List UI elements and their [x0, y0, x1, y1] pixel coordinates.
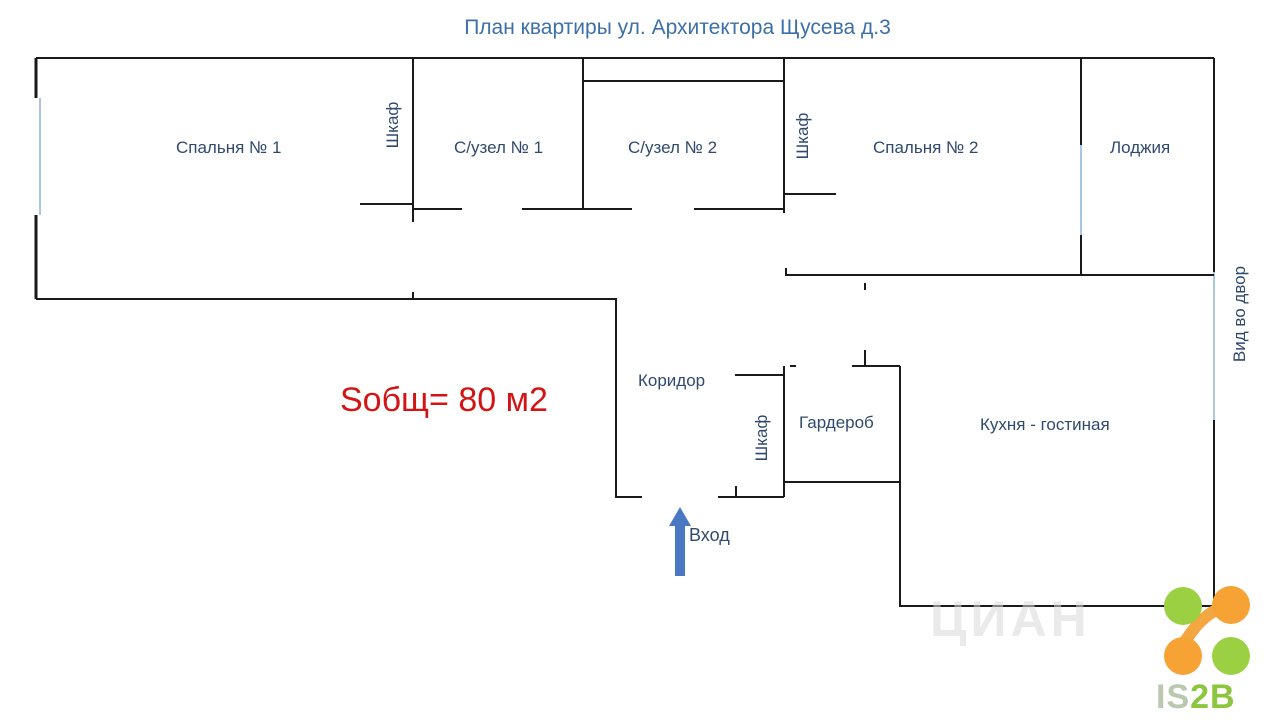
closet-label-1: Шкаф	[383, 101, 402, 149]
logo-text: IS2B	[1156, 678, 1236, 717]
room-label-bathroom-2: С/узел № 2	[628, 138, 718, 157]
is2b-logo-icon	[1164, 586, 1250, 675]
room-label-corridor: Коридор	[638, 371, 706, 390]
room-label-wardrobe: Гардероб	[799, 413, 874, 432]
room-label-kitchen-living: Кухня - гостиная	[980, 415, 1110, 434]
outer-walls	[34, 57, 1215, 607]
yard-view-label: Вид во двор	[1230, 265, 1249, 363]
entrance-label: Вход	[689, 525, 730, 545]
closet-label-3: Шкаф	[752, 414, 771, 462]
room-label-loggia: Лоджия	[1110, 138, 1171, 157]
windows	[39, 98, 1215, 420]
logo-suffix: 2B	[1190, 678, 1236, 716]
room-label-bedroom-1: Спальня № 1	[176, 138, 282, 157]
entrance-arrow-icon	[669, 507, 691, 576]
room-label-bedroom-2: Спальня № 2	[873, 138, 979, 157]
total-area-label: Sобщ= 80 м2	[340, 381, 548, 419]
inner-walls	[360, 58, 1214, 497]
logo-prefix: IS	[1156, 678, 1191, 716]
watermark: ЦИАН	[930, 591, 1091, 647]
plan-title: План квартиры ул. Архитектора Щусева д.3	[464, 16, 891, 39]
room-label-bathroom-1: С/узел № 1	[454, 138, 544, 157]
closet-label-2: Шкаф	[793, 112, 812, 160]
